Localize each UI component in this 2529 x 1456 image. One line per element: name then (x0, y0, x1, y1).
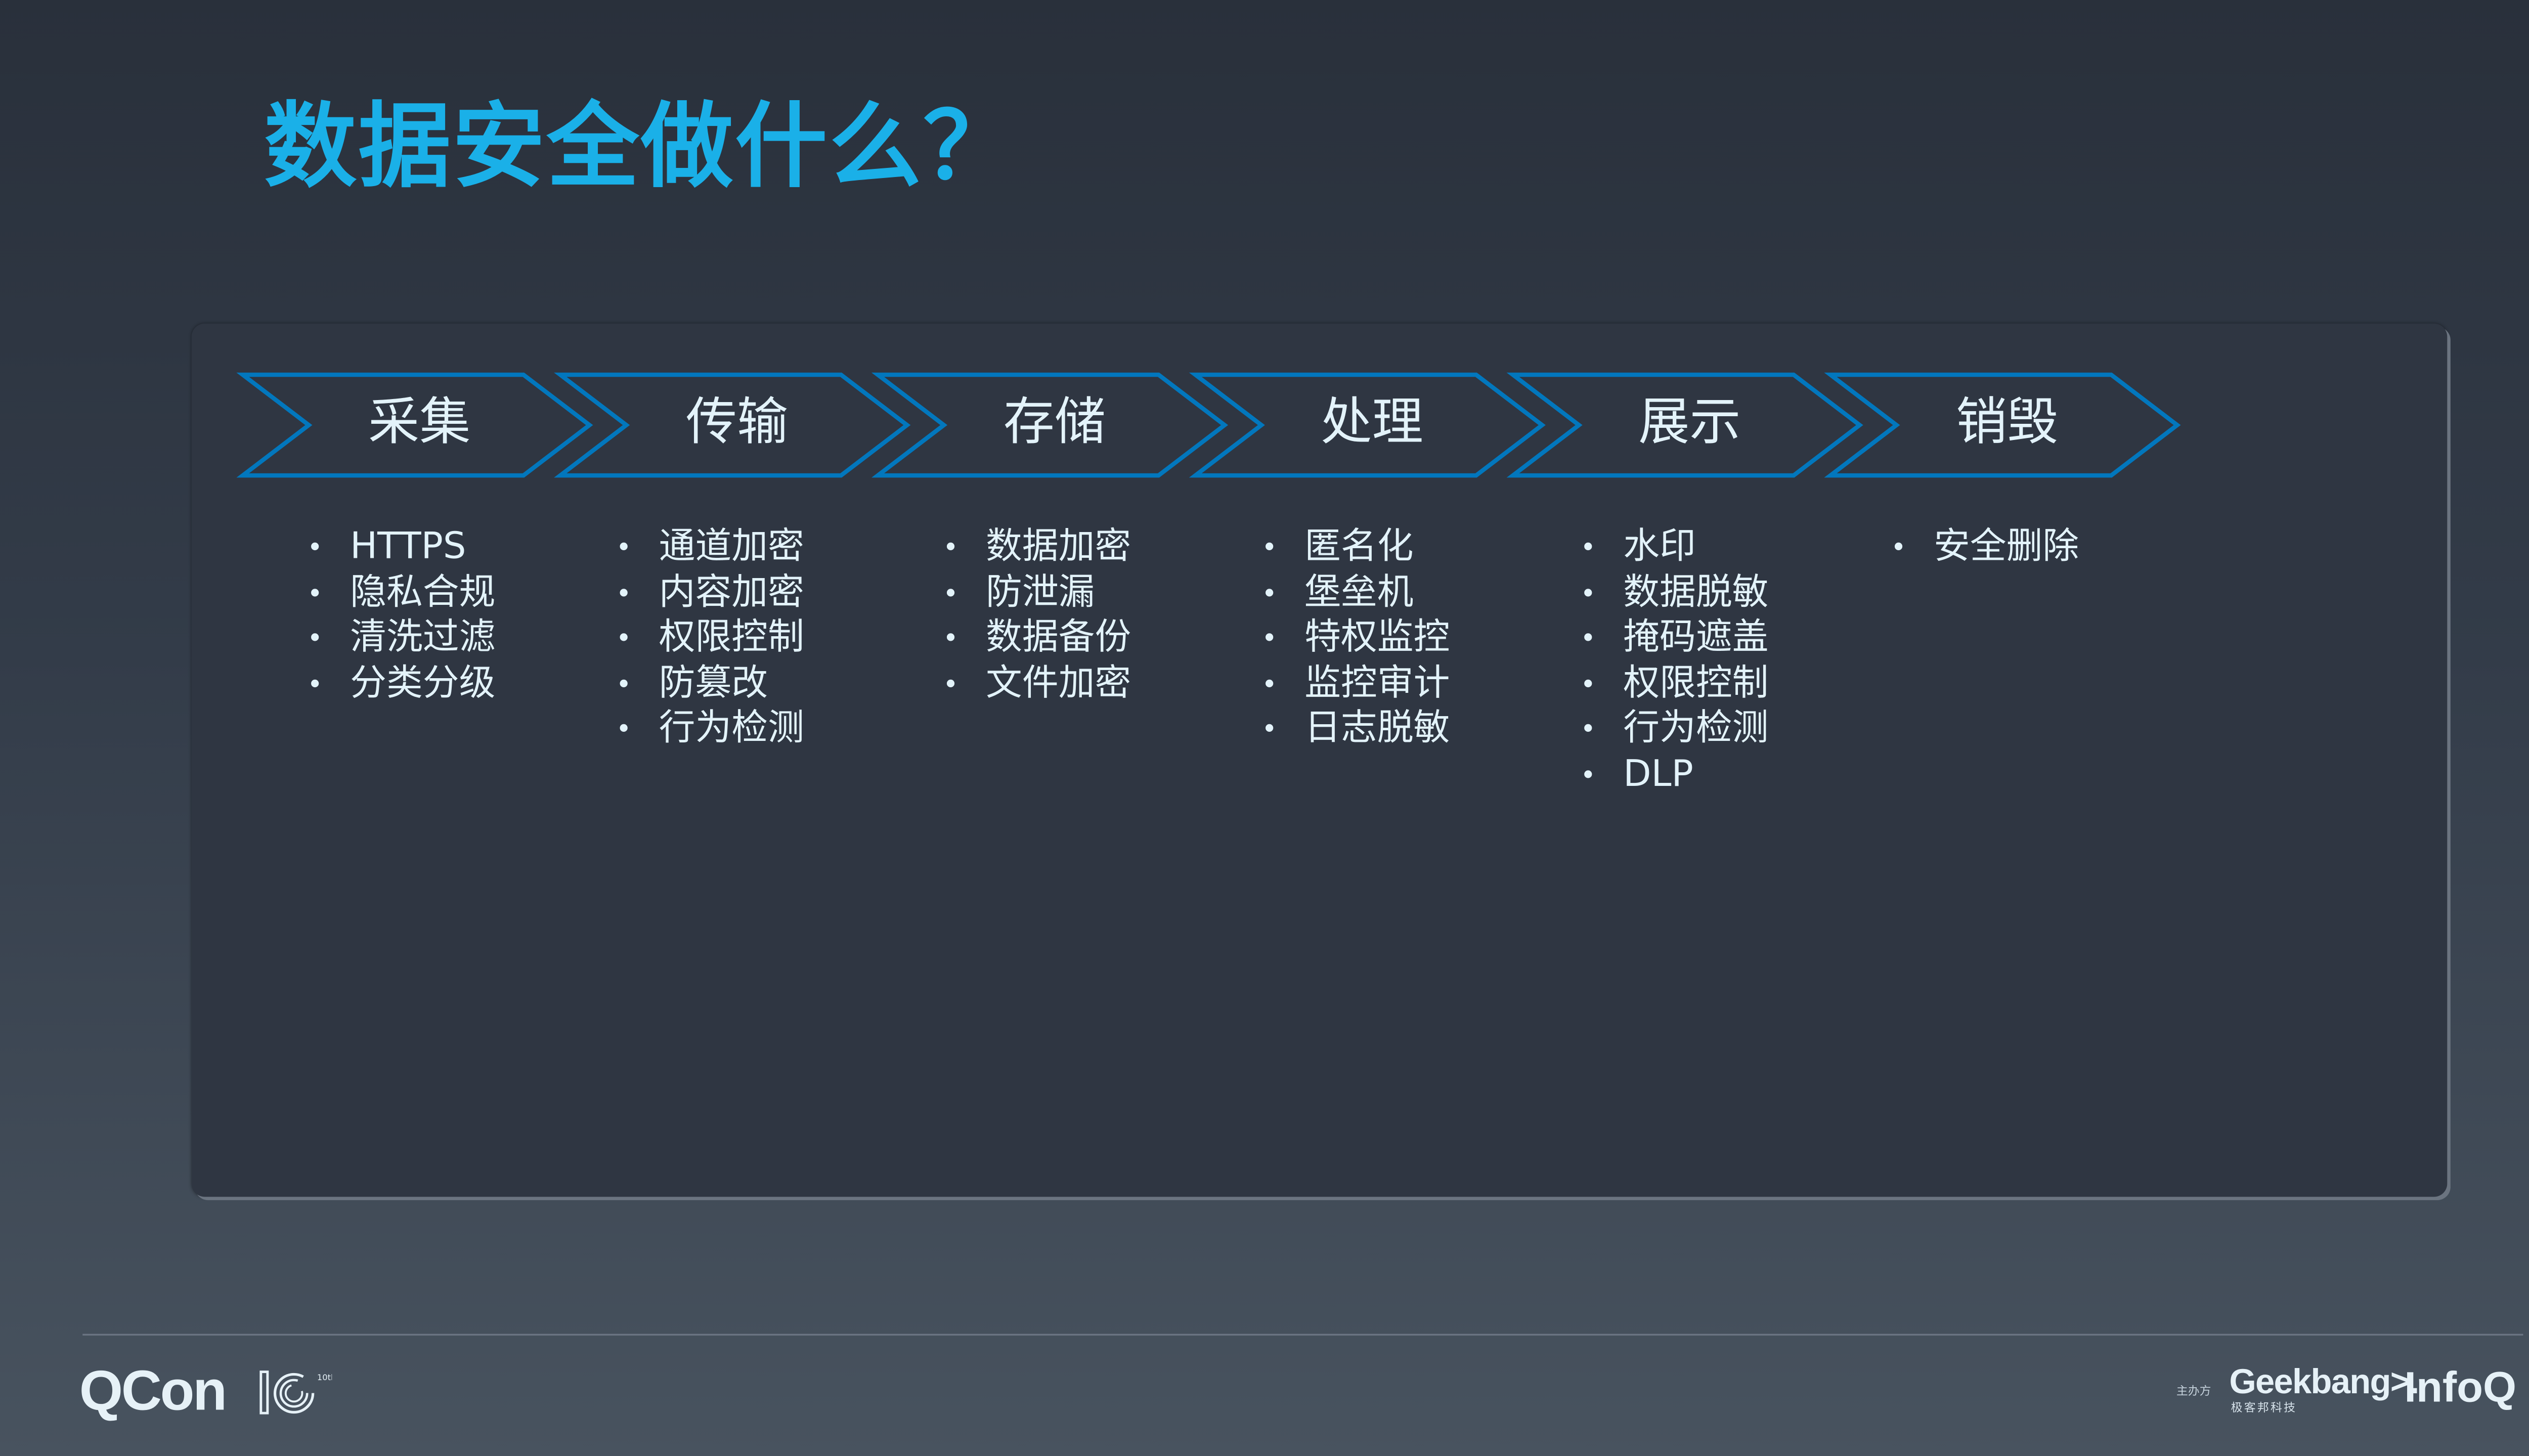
list-item: 日志脱敏 (1261, 707, 1450, 752)
stage-chevron-3 (1189, 372, 1546, 478)
stage-chevron-2 (871, 372, 1229, 478)
stage-label: 存储 (1003, 392, 1106, 453)
list-item: 特权监控 (1261, 616, 1450, 661)
stage-item-list: 数据加密防泄漏数据备份文件加密 (943, 525, 1131, 707)
qcon-logo: QCon (79, 1360, 227, 1423)
list-item: 防篡改 (616, 661, 804, 707)
list-item: 匿名化 (1261, 525, 1450, 570)
list-item: 通道加密 (616, 525, 804, 570)
infoq-logo: InfoQ (2404, 1361, 2516, 1411)
svg-text:10th: 10th (317, 1373, 332, 1382)
list-item: 数据备份 (943, 616, 1131, 661)
qcon-10th-logo: 10th (259, 1371, 332, 1415)
list-item: 内容加密 (616, 570, 804, 616)
stage-item-list: 匿名化堡垒机特权监控监控审计日志脱敏 (1261, 525, 1450, 752)
stage-item-list: 水印数据脱敏掩码遮盖权限控制行为检测DLP (1580, 525, 1768, 798)
slide-title: 数据安全做什么？ (264, 94, 1018, 202)
list-item: 行为检测 (616, 707, 804, 752)
stage-item-list: 通道加密内容加密权限控制防篡改行为检测 (616, 525, 804, 752)
list-item: 数据脱敏 (1580, 570, 1768, 616)
stage-label: 处理 (1321, 392, 1423, 453)
footer-divider (82, 1334, 2523, 1336)
stage-chevron-4 (1506, 372, 1863, 478)
list-item: 监控审计 (1261, 661, 1450, 707)
list-item: 数据加密 (943, 525, 1131, 570)
list-item: 权限控制 (1580, 661, 1768, 707)
host-label: 主办方 (2176, 1385, 2211, 1398)
list-item: 堡垒机 (1261, 570, 1450, 616)
list-item: 分类分级 (307, 661, 495, 707)
stage-label: 传输 (685, 392, 789, 453)
stage-chevron-5 (1824, 372, 2181, 478)
list-item: 清洗过滤 (307, 616, 495, 661)
list-item: 行为检测 (1580, 707, 1768, 752)
stage-chevron-1 (554, 372, 911, 478)
geekbang-logo: Geekbang>. (2229, 1363, 2419, 1402)
stage-label: 展示 (1638, 392, 1741, 453)
list-item: HTTPS (307, 525, 495, 570)
stage-label: 销毁 (1956, 392, 2059, 453)
stage-item-list: HTTPS隐私合规清洗过滤分类分级 (307, 525, 495, 707)
stage-label: 采集 (368, 392, 471, 453)
stage-chevron-0 (236, 372, 593, 478)
geekbang-subtitle: 极客邦科技 (2231, 1401, 2297, 1415)
list-item: 权限控制 (616, 616, 804, 661)
list-item: 防泄漏 (943, 570, 1131, 616)
stage-item-list: 安全删除 (1891, 525, 2079, 570)
list-item: 安全删除 (1891, 525, 2079, 570)
list-item: DLP (1580, 752, 1768, 798)
list-item: 掩码遮盖 (1580, 616, 1768, 661)
list-item: 隐私合规 (307, 570, 495, 616)
list-item: 水印 (1580, 525, 1768, 570)
list-item: 文件加密 (943, 661, 1131, 707)
